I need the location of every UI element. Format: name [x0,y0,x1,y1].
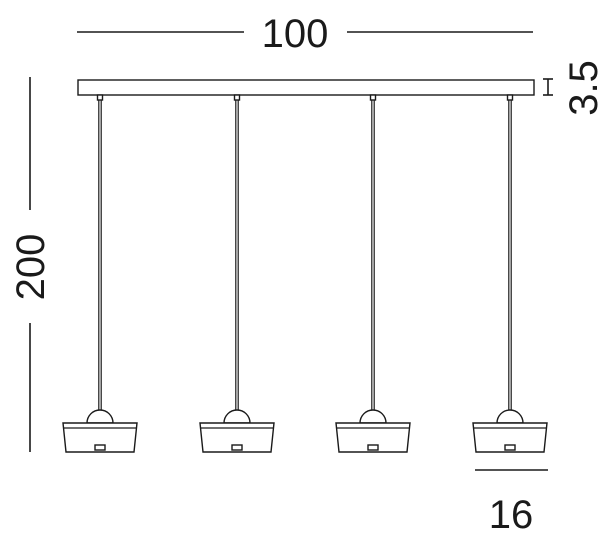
cable-connector [369,94,377,101]
overall-height-dimension: 200 [9,77,53,452]
shade-width-label: 16 [489,493,534,537]
pendant [472,94,548,453]
canopy-height-label: 3.5 [562,60,606,116]
canopy-bar [77,79,535,96]
width-label: 100 [262,12,329,56]
pendant-group [62,94,548,453]
lens [504,444,516,451]
lamp-shade [472,422,548,453]
canopy-height-dimension: 3.5 [543,60,606,116]
dome-cap [86,409,114,424]
cable-connector [233,94,241,101]
lamp-shade [199,422,275,453]
dome-cap [223,409,251,424]
pendant [335,94,411,453]
lens [94,444,106,451]
lens [231,444,243,451]
lamp-shade [62,422,138,453]
width-dimension: 100 [77,12,533,56]
shade-width-dimension: 16 [475,469,548,537]
cable-connector [506,94,514,101]
pendant [62,94,138,453]
dome-cap [496,409,524,424]
ceiling-canopy [77,79,535,96]
height-label: 200 [9,234,53,301]
lamp-shade [335,422,411,453]
cable-connector [96,94,104,101]
dome-cap [359,409,387,424]
lens [367,444,379,451]
pendant [199,94,275,453]
